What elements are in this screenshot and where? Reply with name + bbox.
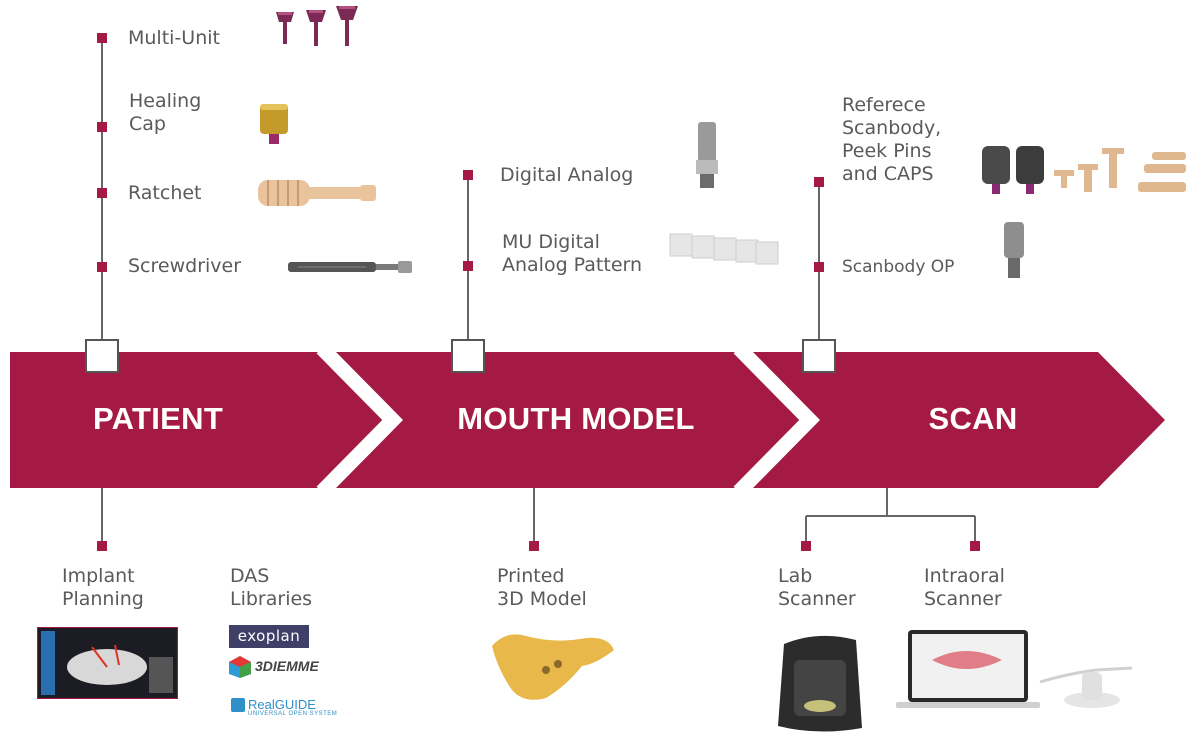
marker-scanbody-pins <box>814 177 824 187</box>
stage-title-patient: PATIENT <box>92 401 224 436</box>
realguide-logo: RealGUIDE <box>248 697 316 712</box>
healing-cap-icon <box>260 104 288 144</box>
marker-screwdriver <box>97 262 107 272</box>
marker-digital-analog <box>463 170 473 180</box>
scanbody-op-icon <box>1004 222 1024 278</box>
stage-band-scan <box>753 352 1165 488</box>
node-scan <box>802 339 836 373</box>
stage-band-mouth-model <box>336 352 802 488</box>
label-das-libraries: DAS Libraries <box>230 565 313 610</box>
marker-scanbody-op <box>814 262 824 272</box>
stage-title-mouth-model: MOUTH MODEL <box>457 401 695 436</box>
label-lab-scanner: Lab Scanner <box>778 565 856 610</box>
multi-unit-abutments-icon <box>276 6 358 46</box>
exoplan-logo: exoplan <box>229 625 309 648</box>
screwdriver-icon <box>288 261 412 273</box>
marker-implant-planning <box>97 541 107 551</box>
analog-pattern-icon <box>669 233 779 265</box>
label-scanbody-op: Scanbody OP <box>842 257 955 277</box>
3diemme-logo-icon <box>229 656 251 678</box>
marker-healing-cap <box>97 122 107 132</box>
stage-band-patient <box>10 352 385 488</box>
ratchet-icon <box>258 180 376 206</box>
marker-ratchet <box>97 188 107 198</box>
lab-scanner-icon <box>778 635 862 732</box>
stage-title-scan: SCAN <box>928 401 1018 436</box>
implant-planning-screenshot <box>37 627 178 699</box>
3diemme-logo: 3DIEMME <box>255 658 319 674</box>
label-mu-analog-pattern: MU Digital Analog Pattern <box>502 231 643 276</box>
intraoral-scanner-icon <box>896 630 1133 708</box>
marker-printed-model <box>529 541 539 551</box>
label-screwdriver: Screwdriver <box>128 255 242 277</box>
marker-multi-unit <box>97 33 107 43</box>
label-digital-analog: Digital Analog <box>500 164 634 186</box>
label-ratchet: Ratchet <box>128 182 202 204</box>
label-intraoral-scanner: Intraoral Scanner <box>924 565 1005 610</box>
label-printed-model: Printed 3D Model <box>497 565 587 610</box>
digital-analog-icon <box>696 122 718 188</box>
scanbody-pins-caps-icon <box>982 146 1186 194</box>
label-scanbody-pins-caps: Referece Scanbody, Peek Pins and CAPS <box>842 94 942 185</box>
node-patient <box>85 339 119 373</box>
label-healing-cap: Healing Cap <box>129 90 202 135</box>
realguide-logo-subtitle: UNIVERSAL OPEN SYSTEM <box>248 711 338 717</box>
node-mouth-model <box>451 339 485 373</box>
label-multi-unit: Multi-Unit <box>128 27 220 49</box>
printed-model-icon <box>492 634 614 700</box>
realguide-logo-icon <box>231 698 245 712</box>
marker-mu-analog <box>463 261 473 271</box>
marker-intraoral <box>970 541 980 551</box>
marker-lab-scanner <box>801 541 811 551</box>
label-implant-planning: Implant Planning <box>62 565 144 610</box>
